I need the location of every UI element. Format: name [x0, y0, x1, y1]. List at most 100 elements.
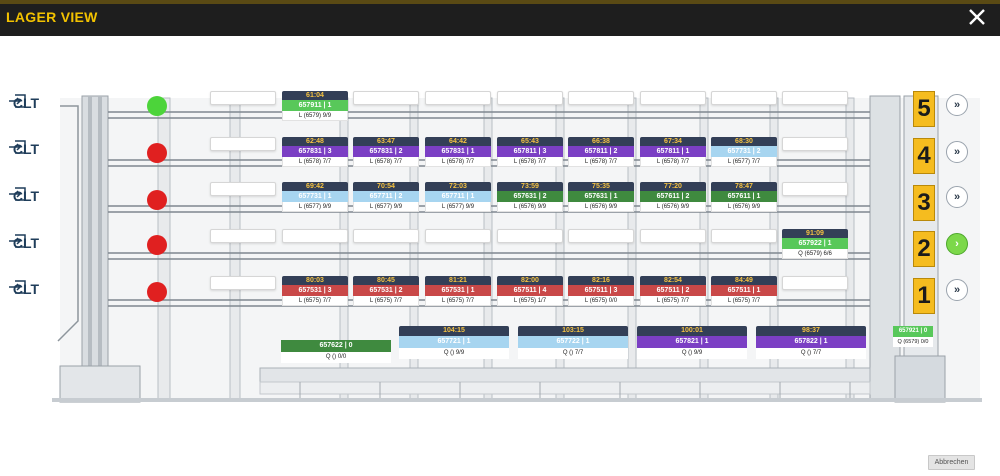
queue-id: 657822 | 1	[756, 336, 866, 348]
empty-slot	[640, 229, 706, 243]
container-time: 73:59	[497, 182, 563, 191]
container-id: 657911 | 1	[282, 100, 348, 111]
empty-slot	[353, 229, 419, 243]
clt-station[interactable]: CLT	[8, 280, 44, 297]
container-info: L (6577) 9/9	[353, 202, 419, 212]
queue-info: Q () 9/9	[637, 348, 747, 359]
clt-station[interactable]: CLT	[8, 140, 44, 157]
container-time: 66:38	[568, 137, 634, 146]
queue-time: 100:01	[637, 326, 747, 336]
container-info: L (6579) 9/9	[282, 111, 348, 121]
login-arrow-icon	[9, 140, 26, 154]
container-time: 68:30	[711, 137, 777, 146]
queue-id: 657622 | 0	[281, 340, 391, 352]
container-id: 657831 | 3	[282, 146, 348, 157]
empty-slot	[210, 91, 276, 105]
container-info: L (6575) 7/7	[353, 296, 419, 306]
close-icon[interactable]	[966, 6, 988, 28]
container-info: L (6578) 7/7	[282, 157, 348, 167]
level-forward-button[interactable]: »	[946, 94, 968, 116]
empty-slot	[210, 276, 276, 290]
container-id: 657511 | 3	[568, 285, 634, 296]
level-indicator: 3	[913, 185, 935, 221]
container-id: 657811 | 2	[568, 146, 634, 157]
clt-station[interactable]: CLT	[8, 94, 44, 111]
queue-id: 657821 | 1	[637, 336, 747, 348]
container-info: L (6576) 9/9	[711, 202, 777, 212]
container-info: L (6578) 7/7	[640, 157, 706, 167]
level-forward-button[interactable]: »	[946, 141, 968, 163]
level-forward-button[interactable]: ›	[946, 233, 968, 255]
container-id: 657511 | 2	[640, 285, 706, 296]
container-id: 657531 | 1	[425, 285, 491, 296]
queue-time: 103:15	[518, 326, 628, 336]
queue-id: 657722 | 1	[518, 336, 628, 348]
container-info: L (6577) 9/9	[282, 202, 348, 212]
empty-slot	[782, 182, 848, 196]
container-id: 657811 | 3	[497, 146, 563, 157]
empty-slot	[497, 91, 563, 105]
container-id: 657631 | 1	[568, 191, 634, 202]
container-time: 67:34	[640, 137, 706, 146]
queue-info: Q () 0/0	[281, 352, 391, 363]
container-time: 80:45	[353, 276, 419, 285]
login-arrow-icon	[9, 94, 26, 108]
lift-info: Q (6579) 0/0	[893, 337, 933, 347]
cancel-button[interactable]: Abbrechen	[928, 455, 975, 470]
container-id: 657922 | 1	[782, 238, 848, 249]
clt-station[interactable]: CLT	[8, 187, 44, 204]
title-bar: LAGER VIEW	[0, 0, 1000, 36]
container-info: L (6575) 7/7	[425, 296, 491, 306]
container-time: 70:54	[353, 182, 419, 191]
container-info: Q (6579) 6/6	[782, 249, 848, 259]
empty-slot	[210, 182, 276, 196]
container-time: 69:42	[282, 182, 348, 191]
queue-time: 98:37	[756, 326, 866, 336]
empty-slot	[782, 91, 848, 105]
container-info: L (6575) 7/7	[711, 296, 777, 306]
container-time: 82:16	[568, 276, 634, 285]
container-info: L (6577) 7/7	[711, 157, 777, 167]
clt-station[interactable]: CLT	[8, 234, 44, 251]
empty-slot	[210, 137, 276, 151]
container-info: L (6578) 7/7	[425, 157, 491, 167]
container-info: L (6576) 9/9	[568, 202, 634, 212]
container-id: 657731 | 1	[282, 191, 348, 202]
empty-slot	[711, 229, 777, 243]
level-forward-button[interactable]: »	[946, 186, 968, 208]
container-id: 657611 | 1	[711, 191, 777, 202]
level-forward-button[interactable]: »	[946, 279, 968, 301]
empty-slot	[568, 229, 634, 243]
